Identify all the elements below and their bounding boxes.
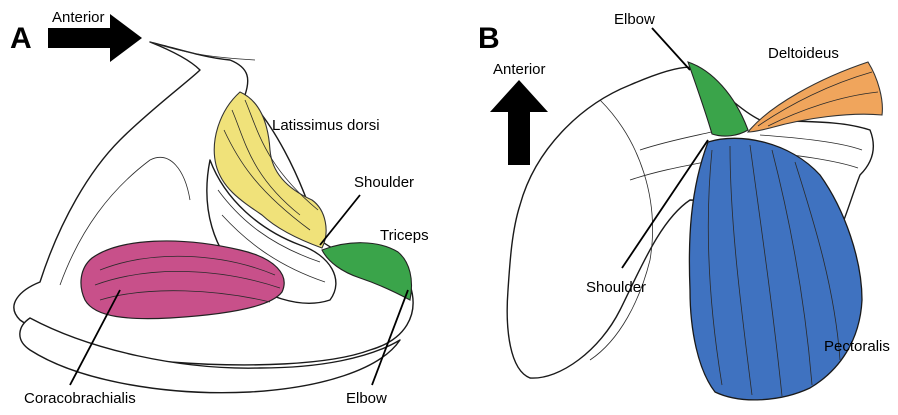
panel-b-elbow-leader: [652, 28, 690, 70]
panel-b-anterior-arrow: [490, 80, 548, 165]
panel-b-shoulder-label: Shoulder: [586, 279, 646, 296]
panel-b-letter: B: [478, 22, 500, 55]
panel-a-elbow-label: Elbow: [346, 390, 387, 407]
panel-a-shoulder-leader: [320, 195, 360, 245]
panel-a-coracobrachialis-label: Coracobrachialis: [24, 390, 136, 407]
panel-a-letter: A: [10, 22, 32, 55]
panel-a: A Anterior: [10, 9, 429, 407]
panel-a-latissimus-dorsi-label: Latissimus dorsi: [272, 117, 380, 134]
panel-b: B Anterior: [478, 11, 890, 400]
panel-b-deltoideus-label: Deltoideus: [768, 45, 839, 62]
panel-a-triceps-label: Triceps: [380, 227, 429, 244]
panel-a-anterior-label: Anterior: [52, 9, 105, 26]
panel-b-pectoralis-label: Pectoralis: [824, 338, 890, 355]
panel-a-shoulder-label: Shoulder: [354, 174, 414, 191]
panel-b-elbow-label: Elbow: [614, 11, 655, 28]
panel-b-anterior-label: Anterior: [493, 61, 546, 78]
